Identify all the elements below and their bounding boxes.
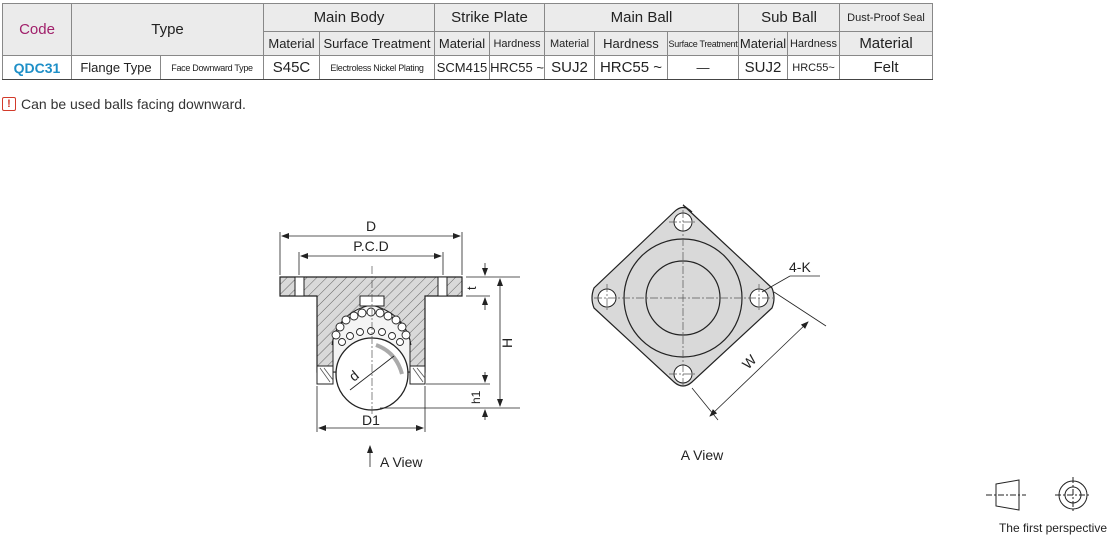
sball-material-header: Material — [738, 31, 788, 56]
strike-plate-header: Strike Plate — [434, 3, 545, 32]
type1-value: Flange Type — [71, 55, 161, 80]
mball-hardness-header: Hardness — [594, 31, 668, 56]
dust-seal-header: Dust-Proof Seal — [839, 3, 933, 32]
a-view-label: A View — [681, 447, 724, 463]
mb-material-header: Material — [263, 31, 320, 56]
dim-D1: D1 — [362, 412, 380, 428]
sp-material-value: SCM415 — [434, 55, 490, 80]
dim-W: W — [739, 351, 760, 372]
mball-material-value: SUJ2 — [544, 55, 595, 80]
exclamation-icon: ! — [2, 97, 16, 111]
side-section-view — [279, 266, 463, 415]
mball-surface-header: Surface Treatment — [667, 31, 739, 56]
mb-material-value: S45C — [263, 55, 320, 80]
dim-D: D — [366, 218, 376, 234]
dim-h1: h1 — [469, 390, 483, 404]
usage-note-text: Can be used balls facing downward. — [21, 96, 246, 112]
sub-ball-header: Sub Ball — [738, 3, 840, 32]
first-angle-projection-icon — [986, 477, 1091, 513]
mball-surface-value: — — [667, 55, 739, 80]
mb-surface-value: Electroless Nickel Plating — [319, 55, 435, 80]
sball-material-value: SUJ2 — [738, 55, 788, 80]
code-header: Code — [2, 3, 72, 56]
sp-material-header: Material — [434, 31, 490, 56]
code-value: QDC31 — [2, 55, 72, 80]
dim-PCD: P.C.D — [353, 238, 389, 254]
projection-label: The first perspective — [999, 521, 1107, 535]
usage-note: ! Can be used balls facing downward. — [2, 96, 246, 112]
dim-4K: 4-K — [789, 259, 811, 275]
mb-surface-header: Surface Treatment — [319, 31, 435, 56]
dim-H: H — [499, 338, 515, 348]
type2-value: Face Downward Type — [160, 55, 264, 80]
sp-hardness-header: Hardness — [489, 31, 545, 56]
main-ball-header: Main Ball — [544, 3, 739, 32]
seal-material-value: Felt — [839, 55, 933, 80]
sball-hardness-header: Hardness — [787, 31, 840, 56]
dim-t: t — [464, 286, 479, 290]
a-view-arrow-label: A View — [380, 454, 423, 470]
spec-table: Code Type Main Body Strike Plate Main Ba… — [2, 3, 933, 80]
seal-material-header: Material — [839, 31, 933, 56]
